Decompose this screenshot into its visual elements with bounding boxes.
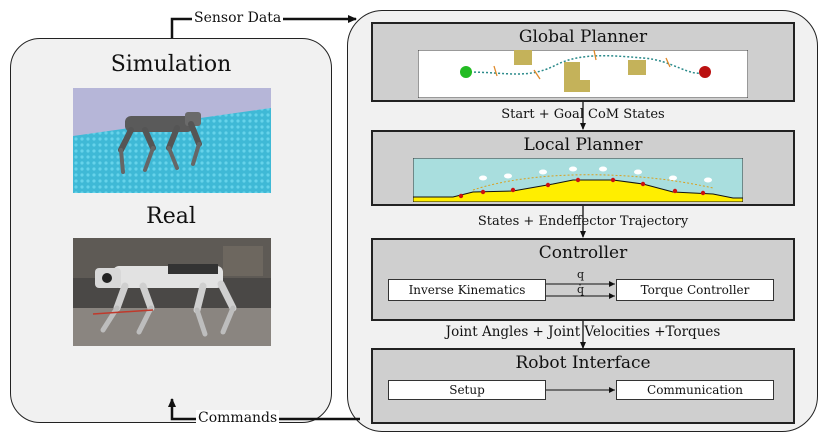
- global-planner-title: Global Planner: [518, 27, 648, 47]
- simulation-image: [73, 88, 271, 193]
- local-to-controller-label: States + Endeffector Trajectory: [477, 214, 689, 229]
- local-planner-block: Local Planner: [371, 130, 795, 206]
- local-terrain-map: [413, 158, 743, 202]
- global-to-local-label: Start + Goal CoM States: [501, 107, 665, 122]
- global-planner-block: Global Planner: [371, 22, 795, 102]
- real-robot-image: [73, 238, 271, 346]
- commands-label: Commands: [196, 410, 280, 426]
- controller-title: Controller: [538, 243, 628, 263]
- interface-arrow: [546, 387, 615, 393]
- global-path-map: [418, 50, 748, 98]
- simulation-title: Simulation: [110, 52, 232, 77]
- sensor-data-label: Sensor Data: [192, 10, 284, 26]
- local-planner-title: Local Planner: [523, 135, 643, 155]
- setup-box: Setup: [388, 380, 546, 400]
- controller-to-interface-label: Joint Angles + Joint Velocities +Torques: [445, 324, 721, 340]
- signal-q-label: q: [577, 268, 585, 281]
- goal-marker: [699, 66, 711, 78]
- real-title: Real: [146, 204, 196, 229]
- inverse-kinematics-box: Inverse Kinematics: [388, 279, 546, 301]
- robot-interface-title: Robot Interface: [515, 353, 651, 373]
- communication-box: Communication: [616, 380, 774, 400]
- signal-qdot-label: q̇: [577, 283, 585, 296]
- start-marker: [460, 66, 472, 78]
- controller-signal-arrows: [546, 281, 615, 299]
- torque-controller-box: Torque Controller: [616, 279, 774, 301]
